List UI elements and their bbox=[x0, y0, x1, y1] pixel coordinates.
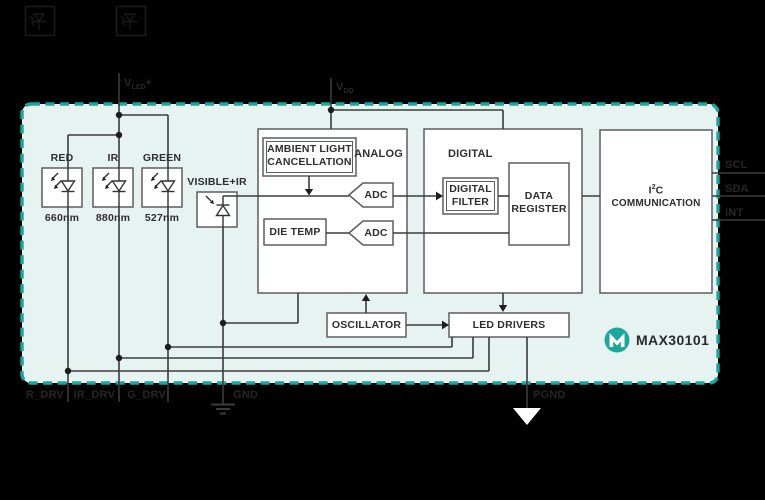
faint-led-icon bbox=[24, 5, 56, 37]
ir-led-wavelength: 880nm bbox=[95, 212, 131, 224]
ir-drv-pin-label: IR_DRV bbox=[73, 389, 115, 401]
gnd-pin-label: GND bbox=[233, 389, 259, 401]
die-temp-label: DIE TEMP bbox=[269, 226, 321, 238]
data-register-label: DATA REGISTER bbox=[511, 190, 567, 216]
red-led-wavelength: 660nm bbox=[44, 212, 80, 224]
die-temp-block bbox=[263, 218, 327, 246]
led-drivers-block bbox=[448, 312, 570, 338]
maxim-logo bbox=[604, 327, 630, 353]
g-drv-pin-label: G_DRV bbox=[127, 389, 166, 401]
digital-block-label: DIGITAL bbox=[448, 148, 493, 160]
analog-block-label: ANALOG bbox=[354, 148, 403, 160]
oscillator-label: OSCILLATOR bbox=[331, 319, 402, 331]
i2c-block bbox=[599, 129, 713, 294]
r-drv-pin-label: R_DRV bbox=[25, 389, 64, 401]
adc1-shape bbox=[347, 182, 394, 208]
ambient-inner-border bbox=[266, 141, 353, 173]
vled-pin-label: VLED+ bbox=[124, 77, 153, 92]
ground-icon bbox=[211, 403, 235, 415]
photodiode-box bbox=[196, 191, 238, 228]
data-register-block bbox=[508, 162, 570, 246]
ambient-light-cancellation-label: AMBIENT LIGHT CANCELLATION bbox=[267, 143, 352, 169]
vdd-pin-label: VDD bbox=[336, 81, 354, 96]
part-number: MAX30101 bbox=[636, 332, 710, 348]
red-led-box bbox=[41, 167, 83, 208]
ir-led-symbol-icon bbox=[102, 168, 127, 207]
int-pin-label: INT bbox=[725, 207, 744, 219]
sda-pin-label: SDA bbox=[725, 183, 749, 195]
scl-pin-label: SCL bbox=[725, 159, 748, 171]
pgnd-pin-label: PGND bbox=[533, 389, 566, 401]
junction-dots bbox=[64, 106, 335, 375]
digital-filter-inner-border bbox=[446, 181, 495, 211]
photodiode-symbol-icon bbox=[205, 195, 231, 227]
ir-led-label: IR bbox=[107, 152, 119, 164]
ir-led-box bbox=[92, 167, 134, 208]
wires bbox=[67, 73, 765, 408]
red-led-label: RED bbox=[50, 152, 74, 164]
pgnd-arrow-icon bbox=[513, 408, 541, 425]
adc1-label: ADC bbox=[364, 189, 388, 201]
green-led-label: GREEN bbox=[142, 152, 182, 164]
digital-filter-label: DIGITAL FILTER bbox=[449, 183, 492, 209]
green-led-wavelength: 527nm bbox=[144, 212, 180, 224]
oscillator-block bbox=[326, 312, 407, 338]
photodiode-label: VISIBLE+IR bbox=[187, 176, 247, 188]
led-drivers-label: LED DRIVERS bbox=[472, 319, 546, 331]
red-led-symbol-icon bbox=[51, 168, 76, 207]
adc2-label: ADC bbox=[364, 227, 388, 239]
faint-led-icon bbox=[115, 5, 147, 37]
arrowhead-icons bbox=[304, 189, 508, 330]
green-led-symbol-icon bbox=[151, 168, 176, 207]
i2c-communication-label: I2C COMMUNICATION bbox=[611, 184, 701, 209]
green-led-box bbox=[141, 167, 183, 208]
